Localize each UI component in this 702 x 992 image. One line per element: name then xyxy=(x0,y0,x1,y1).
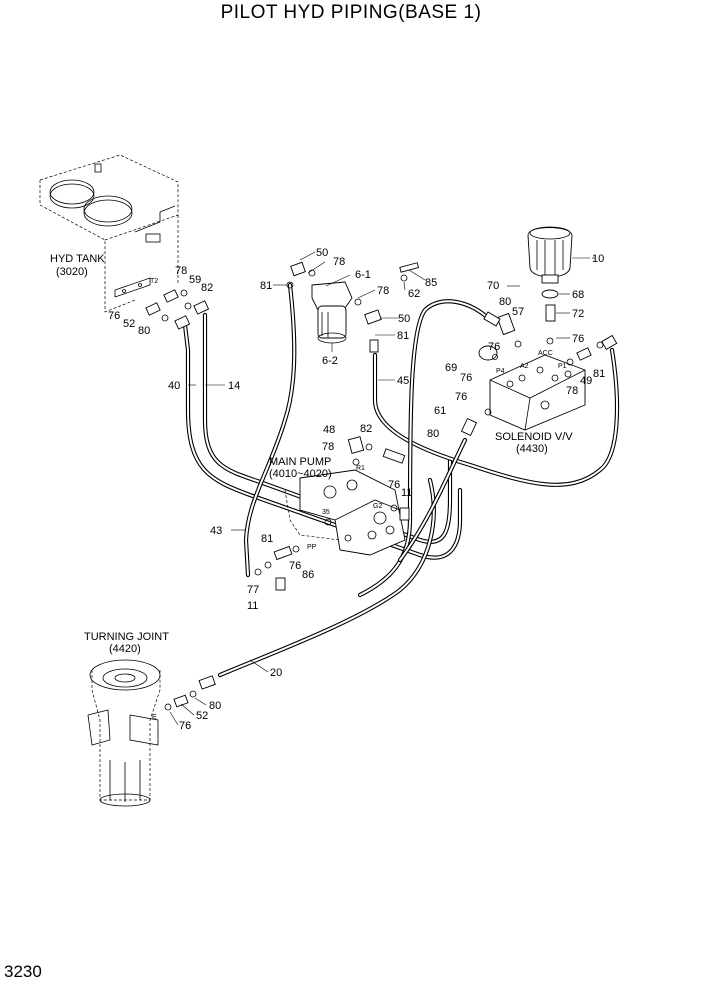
page-title: PILOT HYD PIPING(BASE 1) xyxy=(220,2,482,23)
callout: 81 xyxy=(260,280,272,292)
leader-lines xyxy=(169,251,595,726)
port-mark-acc: ACC xyxy=(538,350,553,357)
callout: 76 xyxy=(488,341,500,353)
callout: 70 xyxy=(487,280,499,292)
callout: 76 xyxy=(388,479,400,491)
turning-joint-drawing xyxy=(87,659,216,807)
port-mark-35: 35 xyxy=(322,509,330,516)
callout: 81 xyxy=(593,368,605,380)
callout: 62 xyxy=(408,288,420,300)
hose-lines xyxy=(182,282,620,678)
callout: 86 xyxy=(302,569,314,581)
hyd-tank-label: HYD TANK xyxy=(50,253,105,265)
turning-joint-label: TURNING JOINT xyxy=(84,631,169,643)
solenoid-label: SOLENOID V/V xyxy=(495,431,573,443)
callout: 50 xyxy=(398,313,410,325)
tank-fittings xyxy=(145,289,210,330)
callout: 80 xyxy=(209,700,221,712)
callout: 49 xyxy=(580,375,592,387)
port-mark-g2: G2 xyxy=(373,503,382,510)
callout: 52 xyxy=(123,318,135,330)
callout: 61 xyxy=(434,405,446,417)
callout: 40 xyxy=(168,380,180,392)
callout: 14 xyxy=(228,380,240,392)
port-mark-a2: A2 xyxy=(520,363,529,370)
callout: 69 xyxy=(445,362,457,374)
hyd-tank-drawing xyxy=(39,154,179,313)
callout: 78 xyxy=(566,385,578,397)
callout: 11 xyxy=(401,487,412,499)
port-mark-p4: P4 xyxy=(496,368,505,375)
callout: 76 xyxy=(289,560,301,572)
callout: 57 xyxy=(512,306,524,318)
callout: 6-1 xyxy=(355,269,371,281)
callout: 81 xyxy=(397,330,409,342)
callout: 76 xyxy=(460,372,472,384)
callout: 11 xyxy=(247,600,258,612)
callout: 80 xyxy=(499,296,511,308)
solenoid-ref: (4430) xyxy=(516,443,548,455)
callout: 72 xyxy=(572,308,584,320)
main-pump-label: MAIN PUMP xyxy=(269,456,331,468)
callout: 76 xyxy=(108,310,120,322)
callout: 80 xyxy=(138,325,150,337)
callout: 50 xyxy=(316,247,328,259)
callout: 76 xyxy=(455,391,467,403)
port-mark-r1: R1 xyxy=(356,465,365,472)
callout: 78 xyxy=(333,256,345,268)
callout: 20 xyxy=(270,667,282,679)
callout: 85 xyxy=(425,277,437,289)
port-mark-e: E xyxy=(152,714,157,721)
callout: 78 xyxy=(175,265,187,277)
callout: 81 xyxy=(261,533,273,545)
callout: 78 xyxy=(322,441,334,453)
callout-numbers: 10 68 72 76 70 80 57 85 62 78 6-1 78 50 … xyxy=(108,247,605,732)
callout: 45 xyxy=(397,375,409,387)
callout: 59 xyxy=(189,274,201,286)
page-number: 3230 xyxy=(4,962,42,981)
port-mark-pp: PP xyxy=(307,544,317,551)
callout: 10 xyxy=(592,253,604,265)
filter-assembly xyxy=(286,261,420,353)
solenoid-valve-drawing xyxy=(460,311,618,437)
callout: 52 xyxy=(196,710,208,722)
callout: 82 xyxy=(201,282,213,294)
callout: 43 xyxy=(210,525,222,537)
main-pump-drawing xyxy=(254,436,410,591)
port-mark-p1: P1 xyxy=(558,363,567,370)
turning-joint-ref: (4420) xyxy=(109,643,141,655)
callout: 82 xyxy=(360,423,372,435)
port-mark-t2: T2 xyxy=(150,278,158,285)
callout: 77 xyxy=(247,584,259,596)
callout: 80 xyxy=(427,428,439,440)
main-pump-ref: (4010~4020) xyxy=(269,468,332,480)
callout: 76 xyxy=(572,333,584,345)
callout: 78 xyxy=(377,285,389,297)
callout: 68 xyxy=(572,289,584,301)
callout: 76 xyxy=(179,720,191,732)
accumulator xyxy=(527,226,573,322)
callout: 48 xyxy=(323,424,335,436)
hyd-tank-ref: (3020) xyxy=(56,266,88,278)
callout: 6-2 xyxy=(322,355,338,367)
